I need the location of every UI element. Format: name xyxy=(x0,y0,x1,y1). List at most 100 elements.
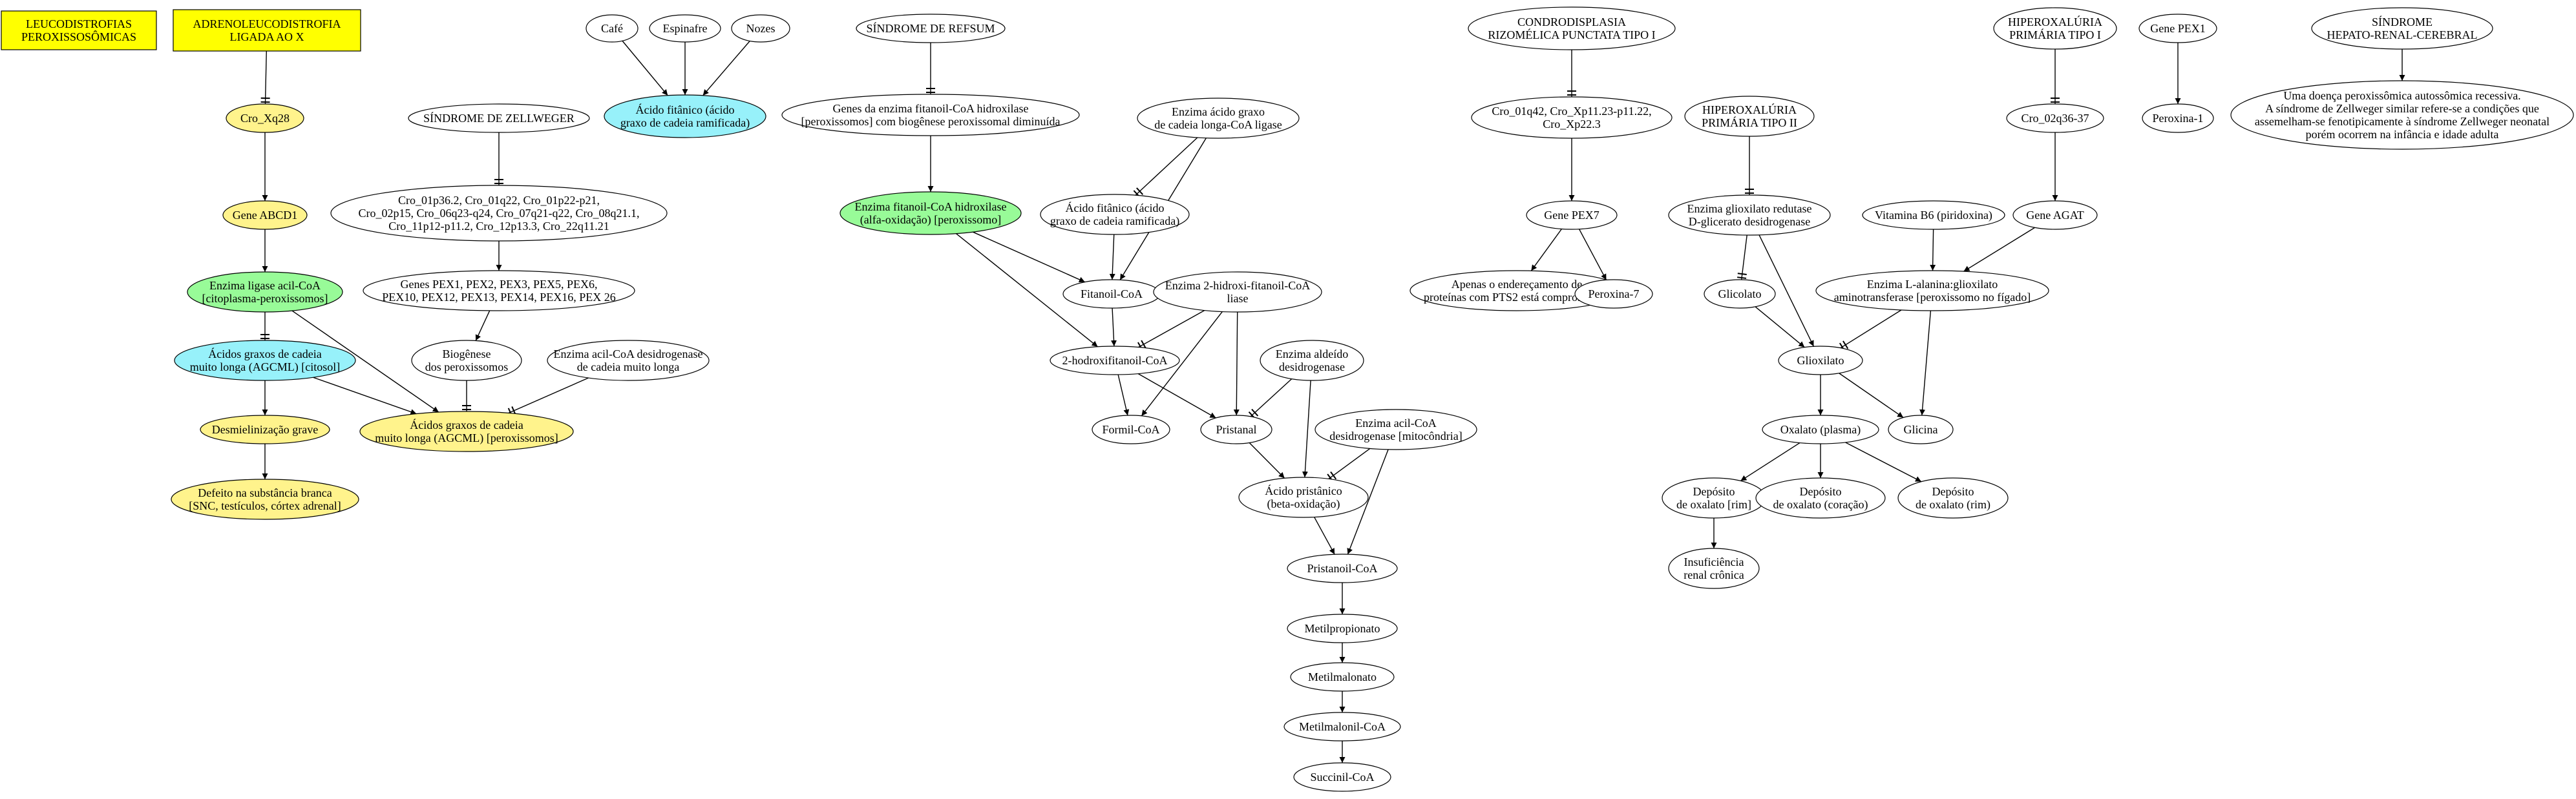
node-label-line: Ácido fitânico (ácido xyxy=(1066,201,1165,215)
node-label-line: PRIMÁRIA TIPO II xyxy=(1702,116,1797,129)
node-label-line: Formil-CoA xyxy=(1102,423,1159,436)
node-label-line: [citoplasma-peroxissomos] xyxy=(202,292,328,305)
node-label-line: de cadeia longa-CoA ligase xyxy=(1154,118,1282,131)
node-enz-fitanoil: Enzima fitanoil-CoA hidroxilase(alfa-oxi… xyxy=(840,192,1021,234)
node-label-line: Café xyxy=(601,22,623,35)
edge-genes_pex-to-biogenese xyxy=(476,311,490,341)
node-espinafre: Espinafre xyxy=(649,15,721,42)
node-label-line: Succinil-CoA xyxy=(1311,771,1375,783)
edge-pristanal-to-pristanico xyxy=(1249,442,1284,478)
node-metilmalonil: Metilmalonil-CoA xyxy=(1284,712,1400,741)
node-label-line: porém ocorrem na infância e idade adulta xyxy=(2306,128,2499,141)
edge-gene_pex7-to-apenas xyxy=(1531,229,1561,271)
node-nozes: Nozes xyxy=(732,15,790,42)
node-label-line: Genes PEX1, PEX2, PEX3, PEX5, PEX6, xyxy=(400,278,597,291)
node-label-line: assemelham-se fenotipicamente à síndrome… xyxy=(2255,115,2550,128)
node-label-line: de oxalato (coração) xyxy=(1773,498,1868,512)
node-hepato-desc: Uma doença peroxissômica autossômica rec… xyxy=(2231,81,2573,149)
node-peroxina7: Peroxina-7 xyxy=(1575,280,1652,308)
node-pristanal: Pristanal xyxy=(1201,415,1272,444)
node-label-line: Gene PEX7 xyxy=(1544,209,1599,222)
node-label-line: Cro_02q36-37 xyxy=(2022,112,2089,125)
node-condro-cro: Cro_01q42, Cro_Xp11.23-p11.22,Cro_Xp22.3 xyxy=(1472,97,1672,138)
node-label-line: Fitanoil-CoA xyxy=(1081,287,1143,300)
node-label-line: graxo de cadeia ramificada) xyxy=(620,116,750,130)
edge-zellweger-to-zell_cro xyxy=(494,132,503,185)
node-label-line: (alfa-oxidação) [peroxissomo] xyxy=(860,213,1001,227)
node-label-line: Pristanal xyxy=(1216,423,1257,436)
node-oxalato: Oxalato (plasma) xyxy=(1762,415,1879,444)
node-label-line: Uma doença peroxissômica autossômica rec… xyxy=(2283,89,2520,102)
edge-oxalato-to-dep_rim1 xyxy=(1740,443,1800,481)
edges-layer xyxy=(260,41,2402,763)
node-gene-pex1: Gene PEX1 xyxy=(2139,14,2217,43)
node-label-line: graxo de cadeia ramificada) xyxy=(1050,214,1179,228)
node-desmiel: Desmielinização grave xyxy=(200,415,330,444)
edge-fitanoil_coa-to-hidroxifitanoil xyxy=(1112,308,1114,346)
node-label-line: PRIMÁRIA TIPO I xyxy=(2009,28,2101,41)
node-label-line: de oxalato [rim] xyxy=(1676,498,1751,511)
edge-gene_pex7-to-peroxina7 xyxy=(1579,229,1607,280)
node-label-line: renal crônica xyxy=(1684,568,1744,581)
node-peroxina1: Peroxina-1 xyxy=(2142,104,2213,132)
node-label-line: Cro_Xq28 xyxy=(240,112,290,125)
edge-enz_acil_mito-to-pristanico xyxy=(1327,448,1370,481)
node-formil: Formil-CoA xyxy=(1092,415,1170,444)
node-label-line: Ácido pristânico xyxy=(1265,484,1342,497)
node-label-line: Ácidos graxos de cadeia xyxy=(208,347,321,360)
node-label-line: Enzima ligase acil-CoA xyxy=(209,279,321,292)
edge-adreno-to-cro_xq28 xyxy=(261,51,270,104)
node-label-line: Enzima aldeído xyxy=(1276,348,1348,360)
node-label-line: Depósito xyxy=(1800,485,1842,498)
node-gene-agat: Gene AGAT xyxy=(2013,201,2097,229)
edge-pristanico-to-pristanoil xyxy=(1314,517,1335,555)
node-label-line: HEPATO-RENAL-CEREBRAL xyxy=(2327,28,2477,41)
node-label-line: Gene PEX1 xyxy=(2150,22,2205,35)
node-succinil: Succinil-CoA xyxy=(1294,763,1391,791)
node-label-line: de oxalato (rim) xyxy=(1916,498,1990,512)
node-label-line: desidrogenase [mitocôndria] xyxy=(1329,430,1462,442)
node-label-line: LEUCODISTROFIAS xyxy=(26,17,132,30)
edge-nozes-to-fitanico_top xyxy=(703,41,750,95)
node-metilmalonato: Metilmalonato xyxy=(1291,663,1394,691)
node-glicolato: Glicolato xyxy=(1704,280,1775,308)
node-cro-02q36: Cro_02q36-37 xyxy=(2007,104,2104,132)
node-label-line: Metilmalonato xyxy=(1308,670,1377,683)
node-label-line: Nozes xyxy=(746,22,776,35)
edge-enz_2hidroxi-to-pristanal xyxy=(1236,312,1238,415)
node-gene-pex7: Gene PEX7 xyxy=(1526,201,1617,229)
node-abcd1: Gene ABCD1 xyxy=(223,201,307,229)
edge-enz_2hidroxi-to-hidroxifitanoil xyxy=(1138,311,1205,351)
node-label-line: Cro_11p12-p11.2, Cro_12p13.3, Cro_22q11.… xyxy=(388,220,609,233)
node-label-line: Glioxilato xyxy=(1797,354,1844,367)
edge-hidroxifitanoil-to-pristanal xyxy=(1138,374,1216,418)
node-glicina: Glicina xyxy=(1888,415,1953,444)
node-label-line: Enzima fitanoil-CoA hidroxilase xyxy=(855,200,1007,213)
node-label-line: Biogênese xyxy=(443,348,491,360)
node-label-line: Gene AGAT xyxy=(2026,209,2084,222)
node-genes-fitanoil: Genes da enzima fitanoil-CoA hidroxilase… xyxy=(782,94,1079,136)
node-label-line: PEX10, PEX12, PEX13, PEX14, PEX16, PEX 2… xyxy=(382,291,616,304)
node-label-line: 2-hodroxifitanoil-CoA xyxy=(1062,354,1168,367)
edge-gene_agat-to-enz_alanina xyxy=(1963,227,2034,271)
node-label-line: Metilmalonil-CoA xyxy=(1299,720,1386,733)
node-label-line: Cro_02p15, Cro_06q23-q24, Cro_07q21-q22,… xyxy=(359,207,640,220)
node-label-line: Depósito xyxy=(1932,485,1974,498)
node-cro-xq28: Cro_Xq28 xyxy=(226,104,304,132)
edge-enz_aldeido-to-pristanal xyxy=(1249,379,1292,419)
node-label-line: Cro_Xp22.3 xyxy=(1543,118,1601,130)
nodes-layer: LEUCODISTROFIASPEROXISSOSÔMICASADRENOLEU… xyxy=(1,7,2573,791)
